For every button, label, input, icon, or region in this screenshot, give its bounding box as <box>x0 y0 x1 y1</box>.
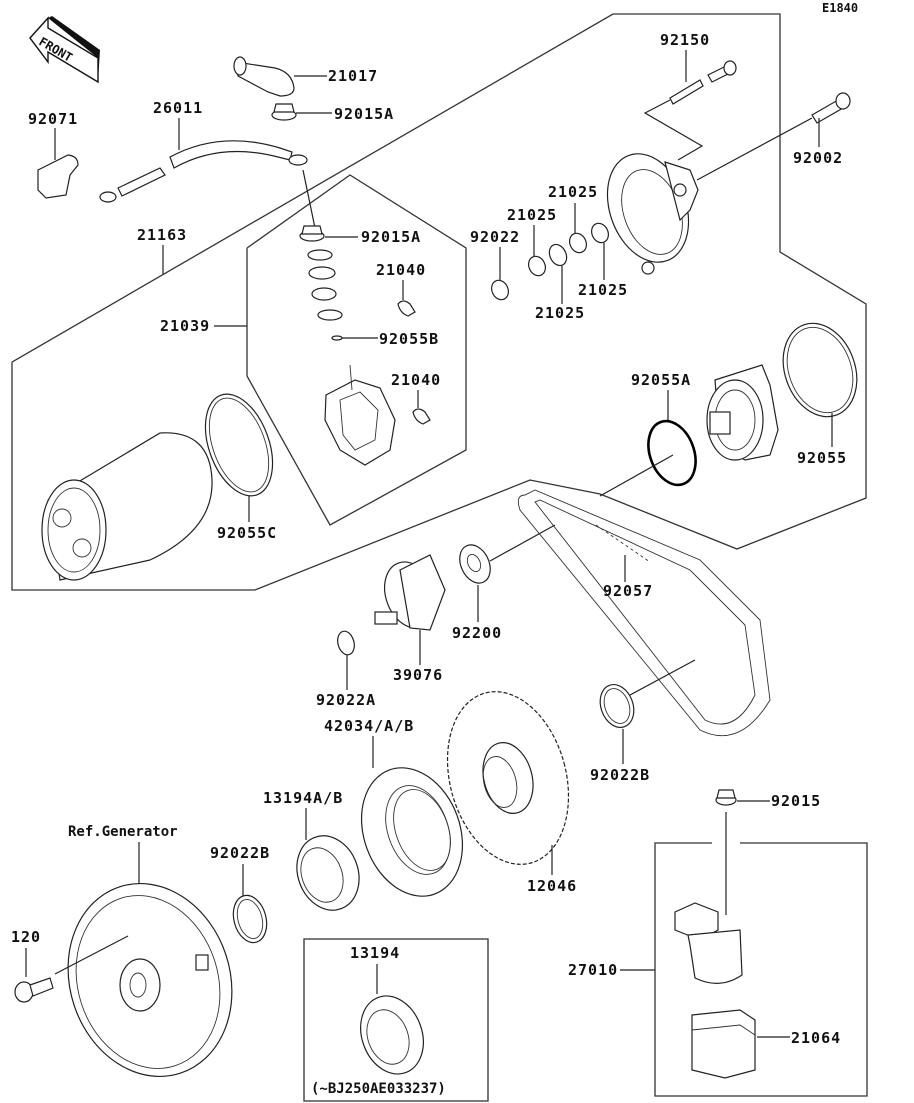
terminal-cap-part <box>233 56 295 97</box>
label-92022A: 92022A <box>316 691 376 709</box>
label-92002: 92002 <box>793 149 843 167</box>
nut-92015-part <box>715 789 737 806</box>
brush-part <box>397 300 416 317</box>
label-92055B: 92055B <box>379 330 439 348</box>
label-ref-generator: Ref.Generator <box>68 824 178 840</box>
bolt-92002-part <box>811 92 851 124</box>
label-92022B-right: 92022B <box>590 766 650 784</box>
label-39076: 39076 <box>393 666 443 684</box>
brush-holder-frame <box>246 174 467 526</box>
label-21040-b: 21040 <box>391 371 441 389</box>
small-oring-part <box>331 335 343 341</box>
clutch-variant-box <box>303 938 489 1102</box>
label-120: 120 <box>11 928 41 946</box>
label-21025-c: 21025 <box>578 281 628 299</box>
label-21025-a: 21025 <box>548 183 598 201</box>
washer-stack-part <box>307 249 343 321</box>
washer-set-part <box>491 222 609 301</box>
label-21040-a: 21040 <box>376 261 426 279</box>
label-21039: 21039 <box>160 317 210 335</box>
label-27010: 27010 <box>568 961 618 979</box>
label-92200: 92200 <box>452 624 502 642</box>
rear-cover-part <box>606 153 699 275</box>
one-way-clutch-part <box>296 835 360 911</box>
label-92022: 92022 <box>470 228 520 246</box>
label-92022B-left: 92022B <box>210 844 270 862</box>
label-21025-d: 21025 <box>535 304 585 322</box>
label-92015A-top: 92015A <box>334 105 394 123</box>
label-13194AB: 13194A/B <box>263 789 343 807</box>
label-92055A: 92055A <box>631 371 691 389</box>
label-42034: 42034/A/B <box>324 717 414 735</box>
sprocket-part <box>446 691 570 865</box>
label-26011: 26011 <box>153 99 203 117</box>
diagram-code: E1840 <box>822 1 858 15</box>
front-arrow-icon: FRONT <box>29 16 100 84</box>
label-21163: 21163 <box>137 226 187 244</box>
label-92015A-mid: 92015A <box>361 228 421 246</box>
starter-motor-frame <box>11 13 867 591</box>
relay-frame <box>654 842 868 1097</box>
brush-part-b <box>412 408 431 425</box>
oring-92055A-part <box>647 419 697 487</box>
relay-cover-part <box>691 1009 756 1079</box>
oring-92055-part <box>782 322 858 418</box>
label-92055: 92055 <box>797 449 847 467</box>
stud-bolt-part <box>669 60 737 105</box>
motor-yoke-part <box>41 432 213 581</box>
nut-part-mid <box>299 225 325 242</box>
washer-92200-part <box>459 544 491 584</box>
clutch-outer-part <box>360 767 464 897</box>
label-92071: 92071 <box>28 110 78 128</box>
bolt-120-part <box>14 977 54 1003</box>
battery-cable-part <box>99 140 308 203</box>
label-92015: 92015 <box>771 792 821 810</box>
boot-part <box>37 154 79 199</box>
label-92150: 92150 <box>660 31 710 49</box>
washer-92022A-part <box>337 630 355 656</box>
idle-gear-part <box>374 554 446 631</box>
starter-relay-part <box>674 902 743 984</box>
label-13194: 13194 <box>350 944 400 962</box>
washer-92022B-right-part <box>599 684 635 728</box>
label-12046: 12046 <box>527 877 577 895</box>
generator-rotor-part <box>67 882 233 1078</box>
brush-plate-part <box>324 364 396 466</box>
nut-part <box>271 103 297 121</box>
label-21017: 21017 <box>328 67 378 85</box>
label-21064: 21064 <box>791 1029 841 1047</box>
one-way-clutch-variant-part <box>360 995 424 1075</box>
label-92055C: 92055C <box>217 524 277 542</box>
label-21025-b: 21025 <box>507 206 557 224</box>
chain-part <box>517 489 771 737</box>
serial-note: (~BJ250AE033237) <box>311 1081 446 1097</box>
front-cover-part <box>706 364 779 461</box>
label-92057: 92057 <box>603 582 653 600</box>
